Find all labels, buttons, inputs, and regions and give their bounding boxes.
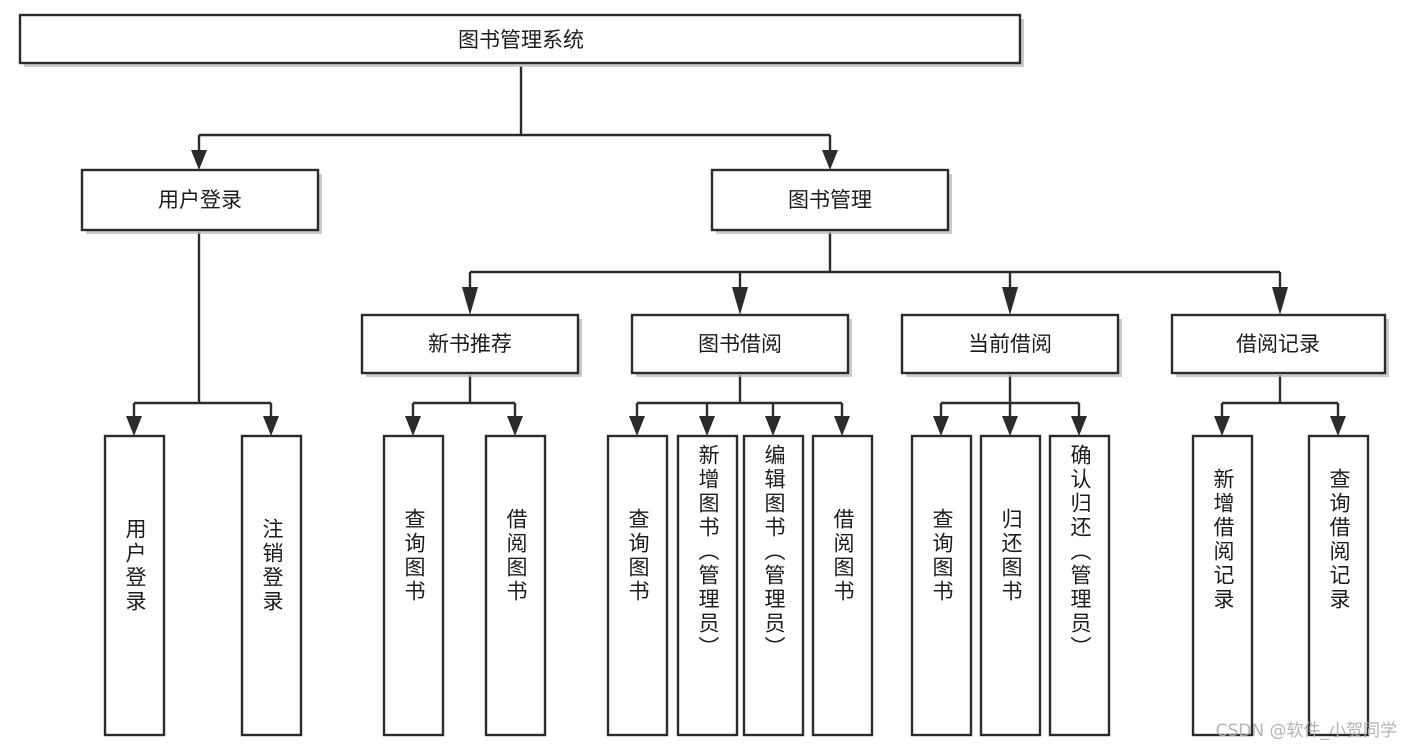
leaf-logout-login-box[interactable] bbox=[240, 434, 303, 737]
borrow-record-node-label: 借阅记录 bbox=[1236, 332, 1320, 356]
arrow-to-leaf-borrow-book-2 bbox=[834, 416, 850, 436]
arrow-to-leaf-borrow-book-1 bbox=[507, 416, 523, 436]
new-book-recommend-node-label: 新书推荐 bbox=[428, 332, 512, 356]
leaf-query-record-box[interactable] bbox=[1307, 434, 1370, 737]
root-node-label: 图书管理系统 bbox=[458, 28, 584, 52]
arrow-to-leaf-user-login bbox=[126, 416, 142, 436]
leaf-return-book-box[interactable] bbox=[979, 434, 1042, 737]
leaf-query-book-1-box[interactable] bbox=[382, 434, 445, 737]
book-borrow-node-box[interactable] bbox=[630, 313, 850, 375]
arrow-to-current-borrow bbox=[1002, 287, 1018, 315]
user-login-node-label: 用户登录 bbox=[158, 188, 242, 212]
arrow-to-book-borrow bbox=[732, 287, 748, 315]
borrow-record-node-box[interactable] bbox=[1170, 313, 1387, 375]
book-manage-node-box[interactable] bbox=[710, 168, 950, 232]
leaf-borrow-book-1-box[interactable] bbox=[484, 434, 547, 737]
book-manage-node-label: 图书管理 bbox=[788, 188, 872, 212]
arrow-to-leaf-edit-book bbox=[765, 416, 781, 436]
current-borrow-node-box[interactable] bbox=[900, 313, 1120, 375]
leaf-edit-book-box[interactable] bbox=[742, 434, 805, 737]
leaf-confirm-return-box[interactable] bbox=[1048, 434, 1111, 737]
arrow-to-leaf-logout-login bbox=[263, 416, 279, 436]
leaf-user-login-box[interactable] bbox=[103, 434, 166, 737]
connector-layer bbox=[126, 66, 1346, 436]
arrow-to-leaf-query-book-2 bbox=[629, 416, 645, 436]
leaf-query-book-2-box[interactable] bbox=[606, 434, 669, 737]
current-borrow-node-label: 当前借阅 bbox=[968, 332, 1052, 356]
leaf-add-record-box[interactable] bbox=[1191, 434, 1254, 737]
node-layer: 图书管理系统 用户登录 图书管理 新书推荐 图书借阅 当前借阅 借阅记录 bbox=[18, 13, 1389, 737]
arrow-to-leaf-add-book bbox=[699, 416, 715, 436]
arrow-to-new-book-recommend bbox=[462, 287, 478, 315]
arrow-to-leaf-query-record bbox=[1330, 416, 1346, 436]
root-node-box[interactable] bbox=[18, 13, 1022, 65]
leaf-query-book-3-box[interactable] bbox=[910, 434, 973, 737]
arrow-to-borrow-record bbox=[1272, 287, 1288, 315]
arrow-to-user-login bbox=[191, 150, 207, 170]
arrow-to-leaf-confirm-return bbox=[1071, 416, 1087, 436]
arrow-to-leaf-return-book bbox=[1002, 416, 1018, 436]
arrow-to-leaf-add-record bbox=[1214, 416, 1230, 436]
leaf-borrow-book-2-box[interactable] bbox=[811, 434, 874, 737]
new-book-recommend-node-box[interactable] bbox=[360, 313, 580, 375]
arrow-to-book-manage bbox=[822, 150, 838, 170]
arrow-to-leaf-query-book-1 bbox=[405, 416, 421, 436]
arrow-to-leaf-query-book-3 bbox=[933, 416, 949, 436]
book-borrow-node-label: 图书借阅 bbox=[698, 332, 782, 356]
user-login-node-box[interactable] bbox=[80, 168, 320, 232]
leaf-add-book-box[interactable] bbox=[676, 434, 739, 737]
